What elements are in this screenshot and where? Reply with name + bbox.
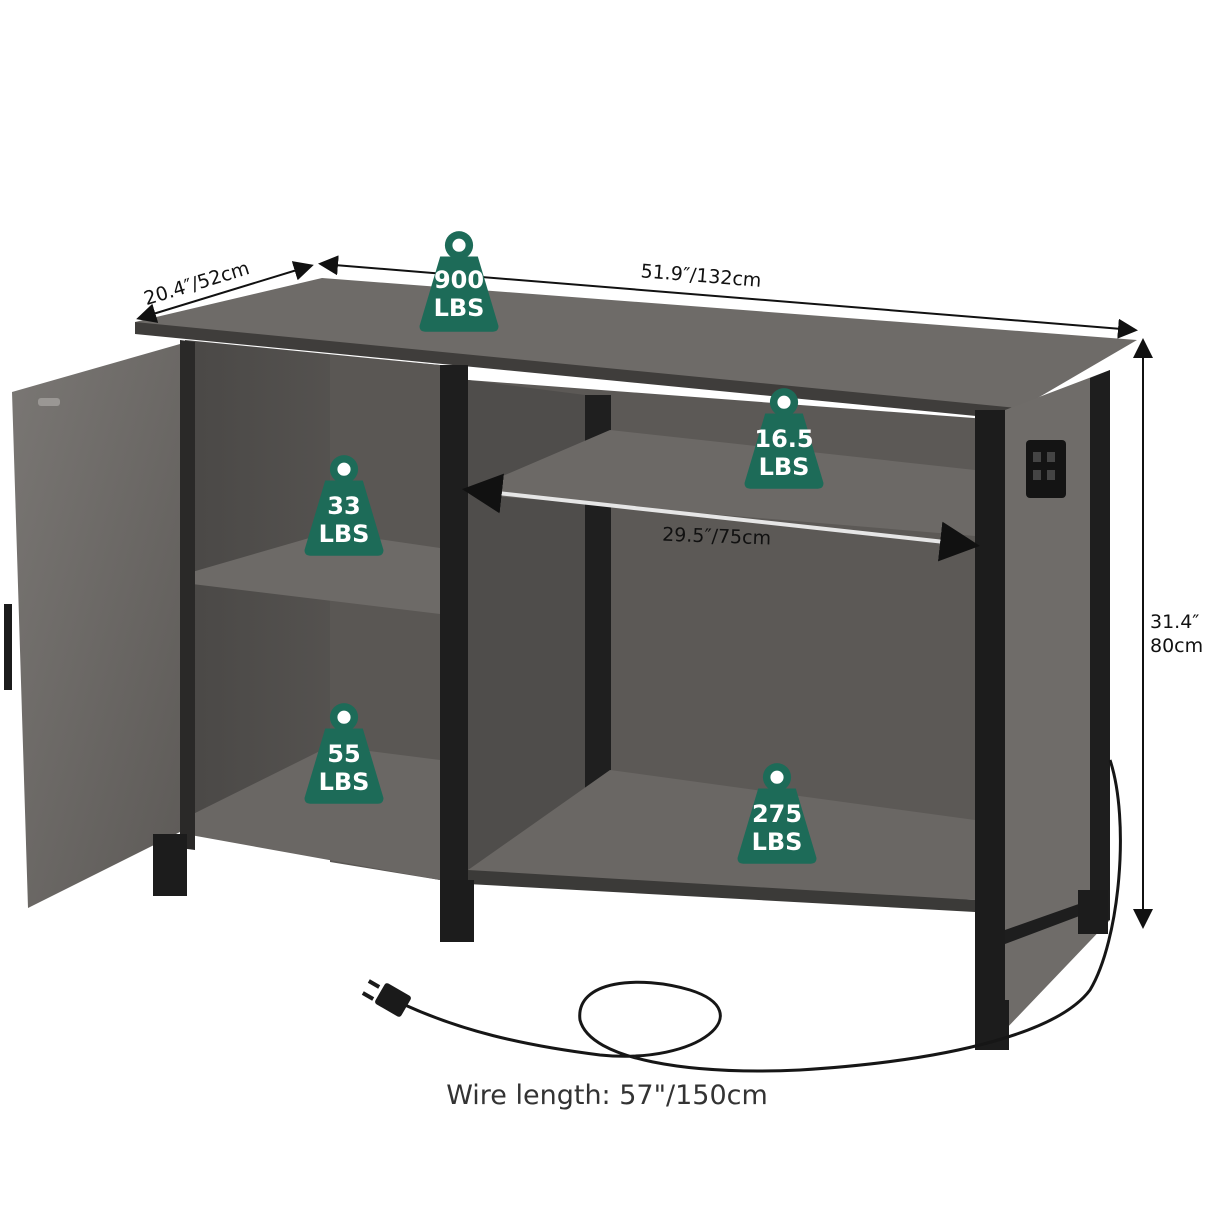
bottom-shelf-edge <box>468 870 975 912</box>
left-side-panel <box>180 340 195 850</box>
power-cord <box>404 759 1122 1073</box>
leg-front-center <box>440 880 474 942</box>
weight-unit: LBS <box>759 453 810 481</box>
right-front-post <box>975 410 1005 1030</box>
weight-value: 900 <box>434 266 484 294</box>
door-handle <box>4 604 12 690</box>
weight-unit: LBS <box>752 828 803 856</box>
weight-badge-bottom-shelf: 275 LBS <box>737 763 817 864</box>
weight-value: 275 <box>752 800 802 828</box>
right-side-panel <box>1005 370 1110 1030</box>
dimension-height: 31.4″ 80cm <box>1133 338 1203 929</box>
width-label: 51.9″/132cm <box>640 260 762 292</box>
weight-unit: LBS <box>319 520 370 548</box>
shelf-width-label: 29.5″/75cm <box>662 524 772 550</box>
leg-front-left <box>153 834 187 896</box>
leg-rear-right <box>1078 890 1108 934</box>
weight-badge-upper-shelf: 16.5 LBS <box>744 388 824 489</box>
weight-badge-cabinet-bottom: 55 LBS <box>304 703 384 804</box>
height-cm-label: 80cm <box>1150 635 1203 657</box>
wire-length-label: Wire length: 57"/150cm <box>446 1080 768 1111</box>
weight-value: 55 <box>327 740 360 768</box>
right-side-crossbar <box>1005 900 1090 944</box>
weight-unit: LBS <box>319 768 370 796</box>
dimension-shelf-width: 29.5″/75cm <box>462 473 980 562</box>
power-outlet-icon <box>1026 440 1066 498</box>
right-side-frame <box>1090 370 1110 926</box>
height-in-label: 31.4″ <box>1150 611 1199 633</box>
weight-badge-top: 900 LBS <box>419 231 499 332</box>
cabinet-door <box>12 344 180 908</box>
weight-badge-cabinet-middle: 33 LBS <box>304 455 384 556</box>
weight-unit: LBS <box>434 294 485 322</box>
bottom-shelf <box>468 770 975 900</box>
door-hinge-plate <box>38 398 60 406</box>
top-front-edge <box>135 322 1017 420</box>
weight-value: 33 <box>327 492 360 520</box>
tv-stand-cabinet <box>4 278 1137 1073</box>
center-post <box>440 365 468 940</box>
plug-icon <box>361 979 411 1017</box>
weight-value: 16.5 <box>754 425 813 453</box>
